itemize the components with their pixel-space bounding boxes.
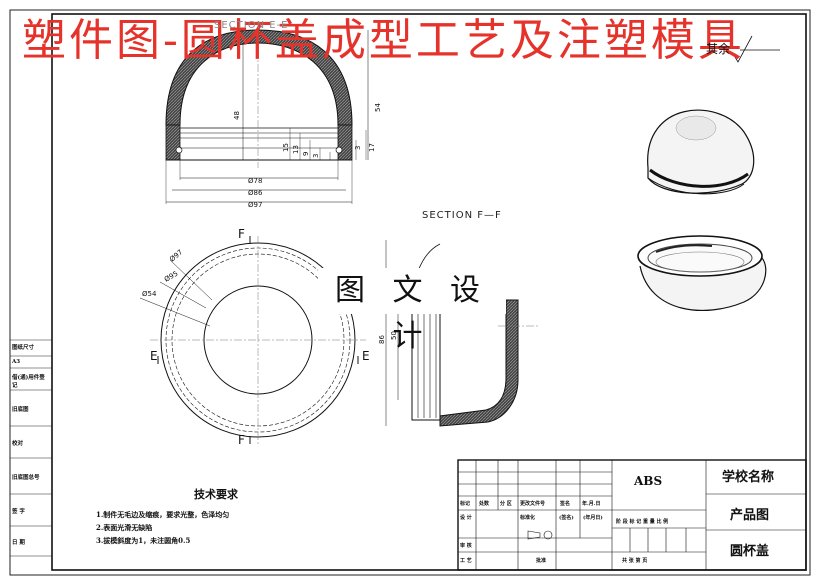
tech-requirements: 技术要求 1.制件无毛边及缩痕，要求光整，色泽均匀 2.表面光滑无缺陷 3.拔模… [96,486,336,547]
inner-frame [51,13,807,571]
render-dome [647,109,755,195]
section-ee-view [165,22,369,204]
dim-d97: Ø97 [248,201,262,209]
tech-item-2: 2.表面光滑无缺陷 [96,523,153,532]
strip-old-drawing: 旧底图 [12,407,29,413]
tech-heading: 技术要求 [194,488,238,501]
tb-standardization: 标准化 [520,515,536,521]
roughness-symbol [731,35,780,63]
tech-item-3: 3.拔模斜度为1，未注圆角0.5 [96,536,191,545]
tb-header-change-doc: 更改文件号 [520,501,546,507]
tb-stage-header: 阶 段 标 记 重 量 比 例 [616,519,669,525]
tb-header-date: 年.月.日 [582,501,601,507]
watermark: 图 文 设 计 [318,268,506,354]
dim-17: 17 [368,143,376,152]
section-ff-label: SECTION F—F [422,210,502,221]
tb-header-mark: 标记 [460,501,471,507]
marker-f-top: F [238,227,245,241]
dim-15: 15 [282,143,290,152]
tb-header-zone: 分 区 [500,501,512,507]
dim-3a: 3 [312,154,320,158]
dim-d78: Ø78 [248,177,262,185]
tb-header-sign: 签名 [560,501,571,507]
render-cup [637,235,767,311]
tb-row-review: 审 核 [460,543,472,549]
title-banner: 塑件图-圆杯盖成型工艺及注塑模具 [22,15,745,66]
dim-d86: Ø86 [248,189,263,197]
tech-item-1: 1.制件无毛边及缩痕，要求光整，色泽均匀 [96,510,230,519]
tb-signature: (签名) [559,515,574,521]
tb-sheets: 共 张 第 页 [622,558,648,564]
tb-material: ABS [634,474,663,488]
dim-side-50: 50 [390,331,398,340]
tb-date: (年月日) [583,515,603,521]
dim-9: 9 [302,152,310,156]
dim-54: 54 [374,103,382,112]
plan-view [139,236,366,444]
strip-signature: 签 字 [12,509,25,515]
tb-drawing-type: 产品图 [730,508,770,523]
tb-approve: 批准 [536,558,547,564]
strip-drawing-size: 图纸尺寸 [12,345,35,351]
tb-school: 学校名称 [722,470,775,485]
strip-old-drawing-no: 旧底图总号 [12,475,40,481]
tb-part-name: 圆杯盖 [730,544,770,559]
strip-date: 日 期 [12,540,25,546]
dim-3b: 3 [354,146,362,150]
outer-frame [9,9,811,576]
tb-row-design: 设 计 [460,515,472,521]
projection-symbol [527,530,553,540]
title-block-grid [457,459,807,571]
strip-check: 校对 [12,441,24,447]
dim-side-86: 86 [378,335,386,344]
tb-header-count: 处数 [479,501,490,507]
dim-13: 13 [292,145,300,154]
dim-plan-d54: Ø54 [142,290,157,298]
marker-e-right: E [362,349,370,363]
section-ee-label: SECTION E-E [214,20,289,31]
strip-sheet-format: A3 [12,359,21,365]
strip-borrowed-parts: 借(通)用件登记 [12,375,45,389]
dim-48: 48 [233,111,241,120]
tb-row-process: 工 艺 [460,558,472,564]
marker-e-left: E [150,349,158,363]
left-strip-grid [10,339,52,557]
dim-plan-d95: Ø95 [163,270,179,284]
dim-plan-d97: Ø97 [168,248,184,263]
marker-f-bottom: F [238,433,245,447]
roughness-note: 其余 [706,42,731,56]
